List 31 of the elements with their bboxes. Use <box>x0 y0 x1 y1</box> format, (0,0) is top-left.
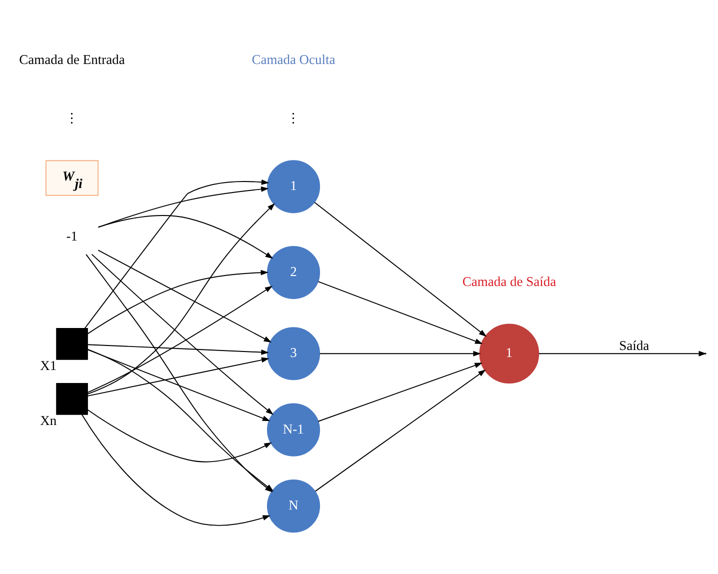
label: Camada de Saída <box>462 273 556 288</box>
node-label: X1 <box>40 358 57 373</box>
arrow <box>318 362 482 422</box>
node-label: Xn <box>40 412 57 428</box>
label: Camada de Entrada <box>19 51 125 66</box>
arrow <box>318 280 483 344</box>
arrow <box>314 201 487 336</box>
arrow <box>87 408 272 462</box>
arrow <box>84 178 270 328</box>
arrow <box>98 249 272 342</box>
node-box <box>56 382 88 414</box>
arrow <box>87 202 275 394</box>
arrow <box>98 214 274 258</box>
arrow <box>98 186 269 228</box>
arrow <box>87 348 270 421</box>
arrow <box>87 356 270 396</box>
arrow <box>314 369 486 492</box>
arrow <box>319 350 481 356</box>
node-box <box>56 328 88 360</box>
arrow <box>81 414 271 526</box>
arrow <box>87 285 273 393</box>
node-circle: 3 <box>266 326 320 380</box>
label: ⋮ <box>65 110 80 126</box>
node-text: -1 <box>66 228 78 243</box>
arrow <box>87 269 269 334</box>
arrow <box>91 253 274 414</box>
node-circle: 2 <box>266 246 320 299</box>
label: ⋮ <box>286 110 301 126</box>
label: Camada Oculta <box>252 51 336 66</box>
arrow <box>87 344 269 354</box>
edge-label: Saída <box>619 337 650 352</box>
